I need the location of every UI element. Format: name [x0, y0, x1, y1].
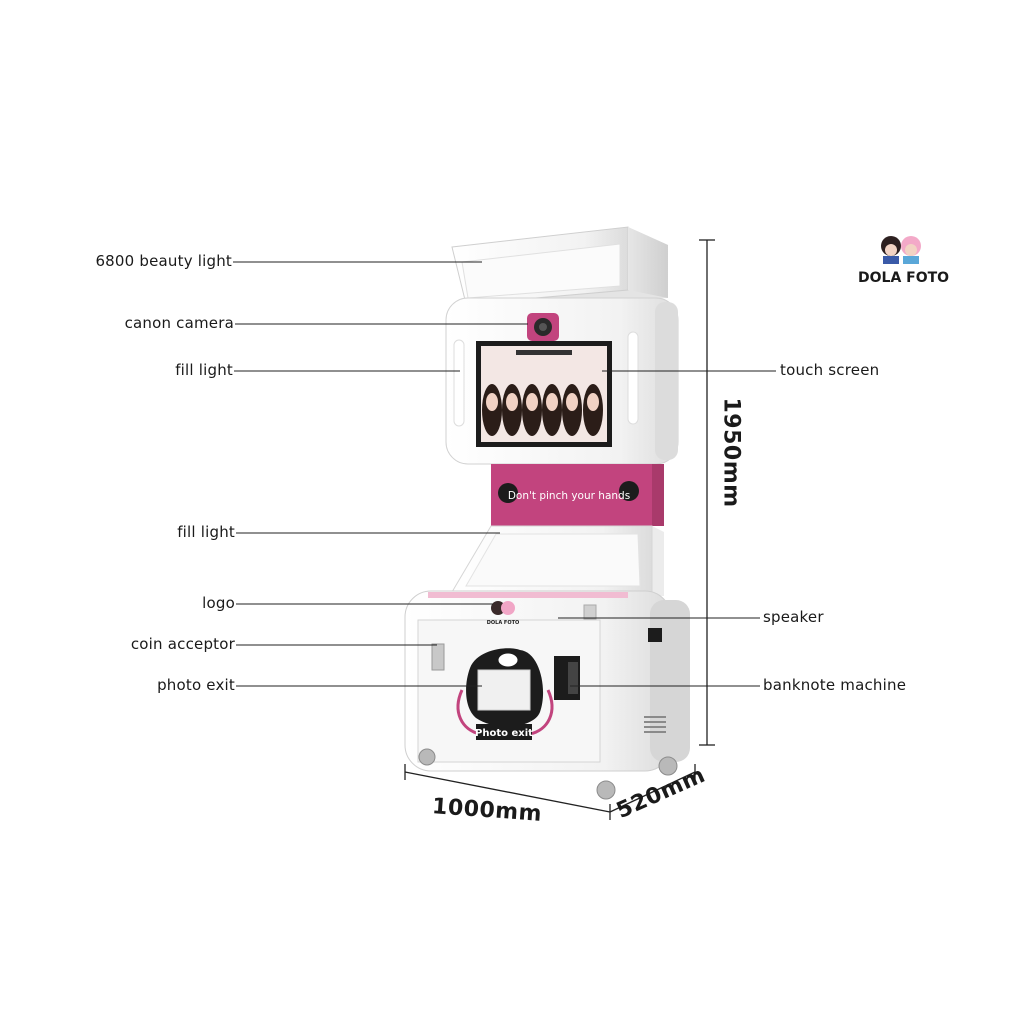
- label-beauty-light: 6800 beauty light: [95, 252, 232, 270]
- lower-fill-light-panel: [451, 525, 664, 596]
- dimension-height: 1950mm: [718, 397, 744, 508]
- leader-lines: [233, 261, 776, 687]
- label-photo-exit: photo exit: [157, 676, 235, 694]
- dimension-lines: [404, 239, 715, 820]
- base-cabinet: Photo exit DOLA FOTO: [404, 590, 690, 772]
- label-coin-acceptor: coin acceptor: [130, 635, 235, 653]
- banner-text: Don't pinch your hands: [508, 490, 630, 502]
- label-speaker: speaker: [763, 608, 824, 626]
- photo-exit-sign: Photo exit: [475, 728, 533, 739]
- cabinet-logo-text: DOLA FOTO: [487, 620, 520, 626]
- label-camera: canon camera: [124, 314, 234, 332]
- brand-logo-icon: [881, 236, 921, 264]
- beauty-light-box: [451, 226, 668, 305]
- label-logo: logo: [202, 594, 235, 612]
- label-fill-light-top: fill light: [175, 361, 233, 379]
- pink-banner: Don't pinch your hands: [491, 464, 664, 526]
- label-fill-light-bottom: fill light: [177, 523, 235, 541]
- label-banknote-machine: banknote machine: [763, 676, 907, 694]
- brand-name: DOLA FOTO: [858, 270, 950, 286]
- casters: [418, 748, 678, 800]
- camera-head: [445, 297, 679, 465]
- label-touch-screen: touch screen: [780, 361, 880, 379]
